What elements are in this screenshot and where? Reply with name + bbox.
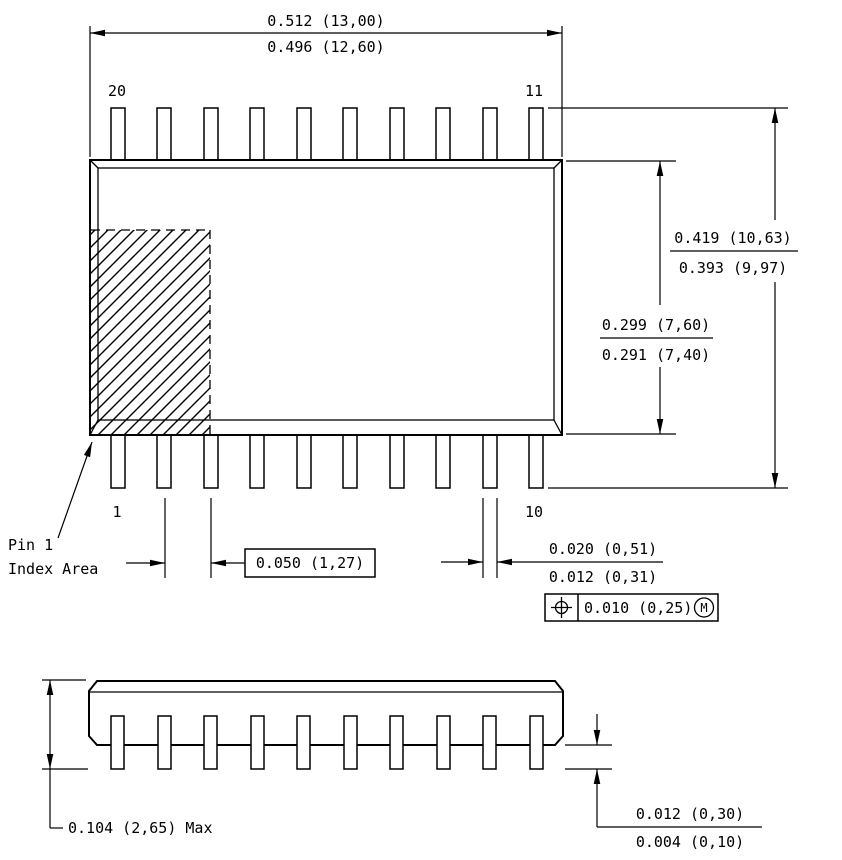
- dim-package-height: 0.104 (2,65) Max: [42, 679, 213, 837]
- dim-overall-height-min-text: 0.393 (9,97): [679, 259, 787, 277]
- side-view: 0.104 (2,65) Max 0.012 (0,30) 0.004 (0,1…: [42, 679, 762, 851]
- dim-standoff: 0.012 (0,30) 0.004 (0,10): [565, 714, 762, 851]
- dim-overall-height: 0.419 (10,63) 0.393 (9,97): [548, 107, 798, 489]
- dim-lead-width-max-text: 0.020 (0,51): [549, 540, 657, 558]
- dim-body-height: 0.299 (7,60) 0.291 (7,40): [566, 160, 713, 435]
- dim-lead-width-min-text: 0.012 (0,31): [549, 568, 657, 586]
- pin-lead: [389, 432, 405, 489]
- pin-lead: [203, 715, 218, 770]
- pin-lead: [249, 107, 265, 163]
- pin-lead: [110, 432, 126, 489]
- pin-lead: [342, 432, 358, 489]
- side-leads: [110, 715, 544, 770]
- corner-bevel: [89, 159, 99, 169]
- top-view: 20 11 1 10 0.512 (13,00) 0.496 (12,60) 0…: [8, 12, 798, 622]
- dim-standoff-max-text: 0.012 (0,30): [636, 805, 744, 823]
- mmc-modifier-icon: M: [693, 597, 715, 618]
- pin-lead: [528, 107, 544, 163]
- corner-bevel: [553, 159, 563, 169]
- pin-lead: [110, 107, 126, 163]
- pin-lead: [435, 107, 451, 163]
- pin-lead: [389, 715, 404, 770]
- pin1-index-callout: Pin 1 Index Area: [8, 441, 98, 578]
- dim-pitch-box: [244, 548, 376, 578]
- dim-width-max-text: 0.512 (13,00): [267, 12, 384, 30]
- pin-lead: [156, 432, 172, 489]
- pin-lead: [529, 715, 544, 770]
- fcf-tolerance-text: 0.010 (0,25): [584, 599, 692, 617]
- pin-lead: [249, 432, 265, 489]
- pin-lead: [482, 432, 498, 489]
- true-position-icon: [551, 597, 572, 618]
- pin-lead: [203, 432, 219, 489]
- pin-lead: [482, 715, 497, 770]
- dim-lead-width: 0.020 (0,51) 0.012 (0,31): [441, 498, 663, 586]
- pin1-index-area: [91, 229, 211, 434]
- pin-lead: [110, 715, 125, 770]
- pin-lead: [343, 715, 358, 770]
- pin-lead: [296, 432, 312, 489]
- dim-overall-height-max-text: 0.419 (10,63): [674, 229, 791, 247]
- pin-number-10: 10: [525, 503, 543, 521]
- dim-overall-width: 0.512 (13,00) 0.496 (12,60): [89, 12, 563, 157]
- pin-lead: [436, 715, 451, 770]
- pin-number-20: 20: [108, 82, 126, 100]
- pin-lead: [342, 107, 358, 163]
- pin-lead: [203, 107, 219, 163]
- feature-control-frame: 0.010 (0,25) M: [544, 593, 719, 622]
- dim-height-max-text: 0.104 (2,65) Max: [68, 819, 213, 837]
- pin1-label-line2: Index Area: [8, 560, 98, 578]
- dim-body-height-max-text: 0.299 (7,60): [602, 316, 710, 334]
- fcf-box: [544, 593, 719, 622]
- bottom-leads: [110, 432, 544, 489]
- pin-lead: [296, 107, 312, 163]
- dim-lead-pitch: 0.050 (1,27): [126, 498, 376, 578]
- top-leads: [110, 107, 544, 163]
- pin-lead: [157, 715, 172, 770]
- pin-lead: [296, 715, 311, 770]
- dim-pitch-text: 0.050 (1,27): [256, 554, 364, 572]
- pin-lead: [435, 432, 451, 489]
- pin-lead: [156, 107, 172, 163]
- dim-body-height-min-text: 0.291 (7,40): [602, 346, 710, 364]
- pin-lead: [389, 107, 405, 163]
- pin-lead: [528, 432, 544, 489]
- index-area-hatch: [91, 230, 210, 434]
- pin-lead: [482, 107, 498, 163]
- pin-lead: [250, 715, 265, 770]
- pin1-label-line1: Pin 1: [8, 536, 53, 554]
- pin-number-1: 1: [112, 503, 121, 521]
- mmc-modifier-letter: M: [700, 601, 707, 615]
- leader-line: [57, 441, 93, 539]
- pin-number-11: 11: [525, 82, 543, 100]
- dim-width-min-text: 0.496 (12,60): [267, 38, 384, 56]
- corner-bevel: [553, 419, 563, 436]
- dim-standoff-min-text: 0.004 (0,10): [636, 833, 744, 851]
